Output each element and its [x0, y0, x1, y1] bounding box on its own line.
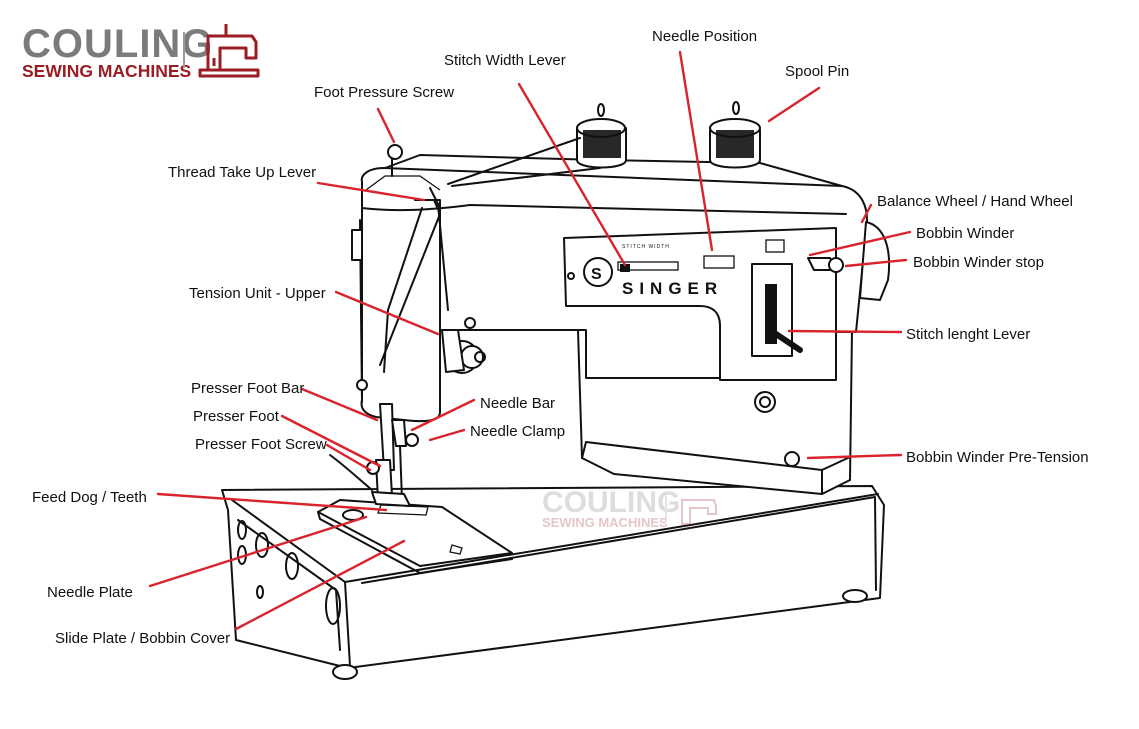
- svg-text:SEWING MACHINES: SEWING MACHINES: [542, 515, 668, 530]
- label-stitch-width-lever: Stitch Width Lever: [444, 52, 566, 69]
- leader-foot-pressure-screw: [376, 107, 396, 144]
- label-needle-position: Needle Position: [652, 28, 757, 45]
- leader-lines: [148, 50, 912, 631]
- label-balance-wheel: Balance Wheel / Hand Wheel: [877, 193, 1073, 210]
- label-thread-take-up-lever: Thread Take Up Lever: [168, 164, 316, 181]
- leader-needle-bar: [410, 398, 476, 432]
- label-tension-unit-upper: Tension Unit - Upper: [189, 285, 326, 302]
- leader-presser-foot-bar: [300, 387, 379, 422]
- label-bobbin-winder-stop: Bobbin Winder stop: [913, 254, 1044, 271]
- leader-bobbin-winder-pre-tension: [806, 453, 903, 460]
- front-panel: S SINGER STITCH WIDTH: [563, 227, 844, 467]
- singer-badge: SINGER: [622, 279, 723, 298]
- stitch-width-dial-label: STITCH WIDTH: [622, 244, 670, 250]
- brand-logo: COULING SEWING MACHINES: [22, 22, 260, 81]
- leader-bobbin-winder-stop: [844, 258, 908, 268]
- leader-presser-foot-screw: [325, 443, 372, 472]
- label-presser-foot: Presser Foot: [193, 408, 280, 425]
- head-assembly: [329, 144, 486, 507]
- sewing-machine-illustration: S SINGER STITCH WIDTH: [221, 101, 891, 680]
- label-presser-foot-bar: Presser Foot Bar: [191, 380, 304, 397]
- leader-needle-clamp: [428, 428, 466, 442]
- leader-needle-position: [678, 50, 714, 252]
- leader-bobbin-winder: [808, 230, 912, 257]
- svg-text:COULING: COULING: [542, 486, 680, 519]
- sewing-machine-icon: [198, 24, 260, 78]
- leader-spool-pin: [767, 86, 821, 123]
- leader-balance-wheel: [860, 203, 873, 224]
- brand-name: COULING: [22, 22, 213, 66]
- brand-tagline: SEWING MACHINES: [22, 61, 191, 81]
- label-foot-pressure-screw: Foot Pressure Screw: [314, 84, 454, 101]
- label-spool-pin: Spool Pin: [785, 63, 849, 80]
- spools: [447, 101, 761, 187]
- leader-feed-dog: [156, 492, 388, 512]
- watermark-logo: COULING SEWING MACHINES: [542, 486, 717, 530]
- label-stitch-length-lever: Stitch lenght Lever: [906, 326, 1030, 343]
- label-presser-foot-screw: Presser Foot Screw: [195, 436, 327, 453]
- label-feed-dog: Feed Dog / Teeth: [32, 489, 147, 506]
- label-bobbin-winder-pre-tension: Bobbin Winder Pre-Tension: [906, 449, 1089, 466]
- label-needle-plate: Needle Plate: [47, 584, 133, 601]
- leader-stitch-length-lever: [787, 329, 903, 334]
- leader-needle-plate: [148, 515, 368, 588]
- leader-presser-foot: [280, 414, 382, 468]
- leader-tension-unit-upper: [334, 290, 440, 336]
- leader-thread-take-up-lever: [316, 181, 426, 202]
- svg-text:S: S: [591, 266, 602, 283]
- label-bobbin-winder: Bobbin Winder: [916, 225, 1014, 242]
- label-needle-clamp: Needle Clamp: [470, 423, 565, 440]
- leader-stitch-width-lever: [517, 82, 627, 267]
- label-slide-plate: Slide Plate / Bobbin Cover: [55, 630, 230, 647]
- leader-slide-plate: [234, 539, 406, 631]
- part-labels: Foot Pressure Screw Stitch Width Lever N…: [32, 28, 1089, 647]
- label-needle-bar: Needle Bar: [480, 395, 555, 412]
